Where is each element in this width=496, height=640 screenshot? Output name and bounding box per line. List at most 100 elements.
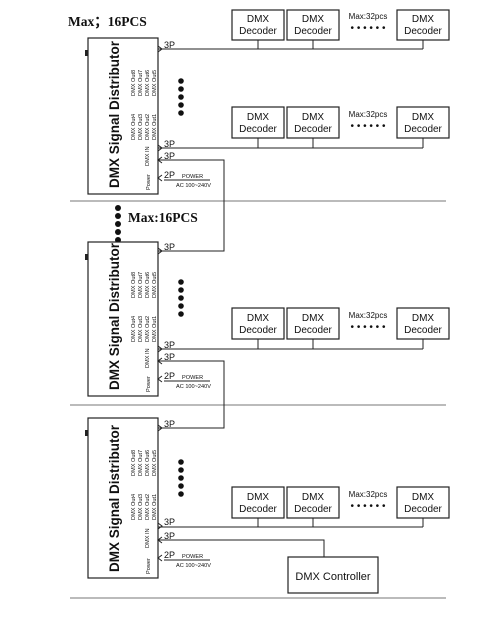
max-decoders-label: Max:32pcs xyxy=(349,12,388,21)
max-decoders-label: Max:32pcs xyxy=(349,110,388,119)
decoder-line1: DMX xyxy=(302,14,325,25)
distributor-1-title: DMX Signal Distributor xyxy=(107,40,122,188)
distributor-1-port-out3: DMX Out3 xyxy=(138,114,144,140)
distributor-1-out8-3p-label: 3P xyxy=(164,139,175,149)
decoder-line2: Decoder xyxy=(239,124,277,135)
distributor-3-port-out7: DMX Out7 xyxy=(138,450,144,476)
distributor-2-out8-3p-label: 3P xyxy=(164,340,175,350)
dot xyxy=(178,279,184,285)
output-dots-1 xyxy=(178,78,184,116)
distributor-3-2p-arrow xyxy=(157,554,163,562)
distributor-2-port-out6: DMX Out6 xyxy=(145,272,151,298)
dot xyxy=(115,229,121,235)
decoder-line2: Decoder xyxy=(404,504,442,515)
distributor-1-2p-label: 2P xyxy=(164,170,175,180)
distributor-1-box xyxy=(87,37,159,195)
distributor-2-ac-label: AC 100~240V xyxy=(176,384,211,390)
distributor-3-ac-label: AC 100~240V xyxy=(176,563,211,569)
decoder-line1: DMX xyxy=(412,14,435,25)
link-dist2-in-to-dist3-out xyxy=(158,360,225,429)
decoder-box xyxy=(231,9,285,41)
decoder-box xyxy=(231,486,285,519)
distributor-1-port-out2: DMX Out2 xyxy=(145,114,151,140)
decoder-line1: DMX xyxy=(302,112,325,123)
dot xyxy=(178,287,184,293)
decoder-box xyxy=(396,307,450,340)
distributor-3-2p-label: 2P xyxy=(164,550,175,560)
decoder-box xyxy=(396,106,450,139)
decoder-line1: DMX xyxy=(412,313,435,324)
distributor-2: DMX Signal Distributor DMX Out8 DMX Out7… xyxy=(85,241,211,397)
distributor-3-power-label: POWER xyxy=(182,554,203,560)
decoder-row-4: DMX Decoder DMX Decoder Max:32pcs • • • … xyxy=(158,486,450,528)
distributor-3-box xyxy=(87,417,159,579)
decoder-ellipsis: • • • • • • xyxy=(351,23,386,34)
dot xyxy=(178,102,184,108)
distributor-2-port-out7: DMX Out7 xyxy=(138,272,144,298)
decoder-line2: Decoder xyxy=(239,26,277,37)
dmx-controller-label: DMX Controller xyxy=(295,571,371,583)
distributor-2-port-out5: DMX Out5 xyxy=(152,272,158,298)
distributor-1: DMX Signal Distributor DMX Out8 DMX Out7… xyxy=(85,37,211,195)
distributor-3-port-out6: DMX Out6 xyxy=(145,450,151,476)
max-decoders-label: Max:32pcs xyxy=(349,311,388,320)
distributor-1-out-3p-label: 3P xyxy=(164,40,175,50)
decoder-box xyxy=(396,9,450,41)
max-distributors-label-mid: Max:16PCS xyxy=(128,210,198,225)
decoder-line1: DMX xyxy=(247,112,270,123)
distributor-1-tab xyxy=(85,50,88,56)
decoder-line1: DMX xyxy=(412,112,435,123)
decoder-box xyxy=(396,486,450,519)
distributor-3-out8-3p-label: 3P xyxy=(164,517,175,527)
distributor-2-title: DMX Signal Distributor xyxy=(107,242,122,390)
output-dots-3 xyxy=(178,459,184,497)
distributor-2-port-out2: DMX Out2 xyxy=(145,316,151,342)
dot xyxy=(178,467,184,473)
distributor-3-port-out5: DMX Out5 xyxy=(152,450,158,476)
dot xyxy=(178,86,184,92)
dot xyxy=(178,491,184,497)
dot xyxy=(115,205,121,211)
decoder-row-3: DMX Decoder DMX Decoder Max:32pcs • • • … xyxy=(158,307,450,350)
distributor-2-out-3p-label: 3P xyxy=(164,242,175,252)
distributor-1-in-3p-label: 3P xyxy=(164,151,175,161)
max-distributors-label-top: Max；16PCS xyxy=(68,14,147,30)
decoder-box xyxy=(286,9,340,41)
link-dist3-in-to-controller xyxy=(158,539,325,557)
distributor-2-port-out4: DMX Out4 xyxy=(131,316,137,342)
decoder-line2: Decoder xyxy=(294,124,332,135)
dot xyxy=(178,78,184,84)
distributor-1-port-out8: DMX Out8 xyxy=(131,70,137,96)
distributor-3-port-out1: DMX Out1 xyxy=(152,494,158,520)
distributor-1-port-in: DMX IN xyxy=(145,146,151,166)
distributor-2-power-port: Power xyxy=(146,376,152,392)
dot xyxy=(115,221,121,227)
distributor-1-power-label: POWER xyxy=(182,174,203,180)
decoder-ellipsis: • • • • • • xyxy=(351,501,386,512)
distributor-2-tab xyxy=(85,254,88,260)
decoder-line1: DMX xyxy=(302,313,325,324)
dot xyxy=(178,295,184,301)
distributor-3: DMX Signal Distributor DMX Out8 DMX Out7… xyxy=(85,417,211,579)
decoder-line2: Decoder xyxy=(239,504,277,515)
distributor-3-port-out3: DMX Out3 xyxy=(138,494,144,520)
decoder-line2: Decoder xyxy=(404,124,442,135)
distributor-3-out-3p-label: 3P xyxy=(164,419,175,429)
distributor-1-ac-label: AC 100~240V xyxy=(176,183,211,189)
decoder-row-2: DMX Decoder DMX Decoder Max:32pcs • • • … xyxy=(158,106,450,149)
decoder-line2: Decoder xyxy=(294,504,332,515)
distributor-2-in-3p-label: 3P xyxy=(164,352,175,362)
dmx-controller-box xyxy=(287,556,379,594)
distributor-2-port-in: DMX IN xyxy=(145,348,151,368)
decoder-line2: Decoder xyxy=(239,325,277,336)
output-dots-2 xyxy=(178,279,184,317)
distributor-1-port-out5: DMX Out5 xyxy=(152,70,158,96)
distributor-2-2p-label: 2P xyxy=(164,371,175,381)
decoder-box xyxy=(231,307,285,340)
distributor-1-power-port: Power xyxy=(146,174,152,190)
decoder-line2: Decoder xyxy=(294,26,332,37)
distributor-1-port-out4: DMX Out4 xyxy=(131,114,137,140)
decoder-ellipsis: • • • • • • xyxy=(351,322,386,333)
decoder-line2: Decoder xyxy=(404,26,442,37)
max-decoders-label: Max:32pcs xyxy=(349,490,388,499)
